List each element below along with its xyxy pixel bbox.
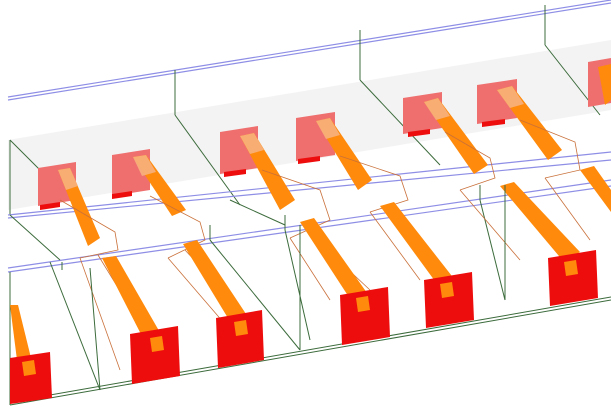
finger <box>380 202 455 288</box>
front-pad <box>130 326 180 384</box>
front-pad <box>548 250 598 306</box>
back-row-fingers <box>58 64 611 246</box>
front-pad <box>340 287 390 345</box>
pad-contact-marks <box>22 260 578 376</box>
back-row-pad-strips <box>40 119 505 210</box>
front-pad <box>216 310 264 368</box>
finger <box>183 240 250 328</box>
front-row-cell-frames <box>9 185 611 406</box>
finger <box>580 166 611 212</box>
right-cell-frames <box>89 185 506 391</box>
top-boundary-lines <box>7 0 611 101</box>
front-row-pads <box>10 250 598 404</box>
finger <box>598 64 611 105</box>
finger <box>10 305 32 368</box>
front-row-fingers <box>10 166 611 368</box>
front-pad <box>10 352 52 404</box>
front-pad <box>424 272 474 328</box>
finger <box>500 182 580 262</box>
finger <box>300 218 372 308</box>
finger <box>102 256 162 344</box>
